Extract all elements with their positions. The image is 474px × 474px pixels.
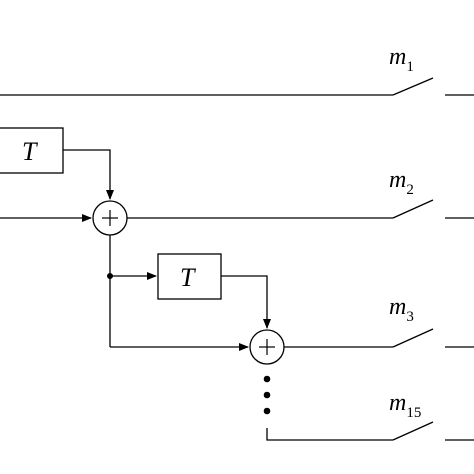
output-label-m1: m1 xyxy=(389,44,414,75)
ellipsis-dot-3 xyxy=(263,407,271,415)
wire-m15 xyxy=(266,428,393,441)
switch-m15 xyxy=(392,421,434,441)
wire-delay1-to-adder1 xyxy=(63,149,114,200)
delay-label-1: T xyxy=(22,137,38,166)
output-label-m15: m15 xyxy=(389,390,421,421)
ellipsis-dot-1 xyxy=(263,375,271,383)
switch-m2 xyxy=(392,199,434,219)
delay-label-2: T xyxy=(180,263,196,292)
ellipsis-dot-2 xyxy=(263,391,271,399)
output-label-m3: m3 xyxy=(389,294,414,325)
wire-delay2-to-adder2 xyxy=(221,275,271,329)
delay-block-2 xyxy=(157,253,222,300)
switch-m1 xyxy=(392,77,434,96)
output-label-m2: m2 xyxy=(389,167,414,198)
switch-m3 xyxy=(392,328,434,348)
